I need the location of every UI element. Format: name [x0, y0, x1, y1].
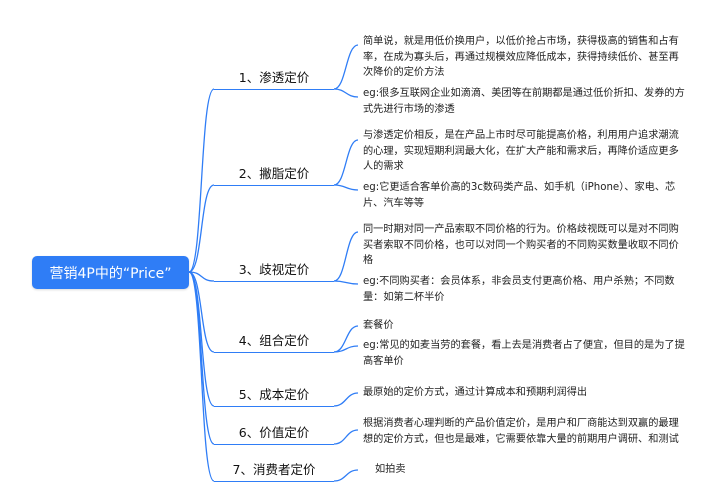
connector-line [333, 392, 359, 407]
leaf-3-2: eg:不同购买者：会员体系，非会员支付更高价格、用户杀熟；不同数量：如第二杯半价 [363, 276, 675, 303]
branch-node-3[interactable]: 3、歧视定价 [214, 256, 334, 280]
connector-line [333, 88, 359, 98]
branch-underline [214, 481, 334, 482]
connector-line [333, 345, 359, 353]
connector-line [188, 88, 215, 273]
connector-line [333, 429, 359, 445]
connector-line [333, 325, 359, 353]
branch-underline [214, 89, 334, 90]
branch-label: 2、撇脂定价 [238, 165, 310, 181]
branch-underline [214, 352, 334, 353]
branch-underline [214, 185, 334, 186]
connector-line [333, 44, 359, 90]
branch-node-1[interactable]: 1、渗透定价 [214, 64, 334, 88]
branch-node-4[interactable]: 4、组合定价 [214, 327, 334, 351]
connector-line [333, 231, 359, 282]
branch-label: 7、消费者定价 [232, 461, 316, 477]
branch-label: 1、渗透定价 [238, 69, 310, 85]
branch-label: 3、歧视定价 [238, 261, 310, 277]
leaf-4-1: 套餐价 [363, 320, 394, 331]
leaf-7-1: 如拍卖 [375, 464, 406, 475]
branch-node-2[interactable]: 2、撇脂定价 [214, 160, 334, 184]
branch-node-7[interactable]: 7、消费者定价 [214, 456, 334, 480]
connector-line [188, 184, 215, 273]
connector-line [333, 469, 359, 482]
connector-line [333, 139, 359, 186]
leaf-3-1: 同一时期对同一产品索取不同价格的行为。价格歧视既可以是对不同购买者索取不同价格，… [363, 224, 679, 267]
root-node[interactable]: 营销4P中的“Price” [32, 256, 189, 289]
leaf-2-2: eg:它更适合客单价高的3c数码类产品、如手机（iPhone）、家电、芯片、汽车… [363, 182, 676, 209]
leaf-6-1: 根据消费者心理判断的产品价值定价，是用户和厂商能达到双赢的最理想的定价方式，但也… [363, 418, 679, 445]
branch-label: 4、组合定价 [238, 332, 310, 348]
branch-label: 5、成本定价 [238, 386, 310, 402]
connector-line [333, 280, 359, 285]
connector-line [333, 184, 359, 191]
branch-underline [214, 281, 334, 282]
leaf-1-2: eg:很多互联网企业如滴滴、美团等在前期都是通过低价折扣、发券的方式先进行市场的… [363, 88, 685, 115]
leaf-1-1: 简单说，就是用低价换用户，以低价抢占市场，获得极高的销售和占有率，在成为寡头后，… [363, 36, 679, 79]
connector-line [188, 271, 215, 482]
branch-underline [214, 406, 334, 407]
leaf-2-1: 与渗透定价相反，是在产品上市时尽可能提高价格，利用用户追求潮流的心理，实现短期利… [363, 130, 679, 173]
leaf-5-1: 最原始的定价方式，通过计算成本和预期利润得出 [363, 387, 588, 398]
branch-node-6[interactable]: 6、价值定价 [214, 419, 334, 443]
leaf-4-2: eg:常见的如麦当劳的套餐，看上去是消费者占了便宜，但目的是为了提高客单价 [363, 340, 685, 367]
root-label: 营销4P中的“Price” [49, 265, 172, 282]
branch-node-5[interactable]: 5、成本定价 [214, 381, 334, 405]
connector-line [188, 271, 215, 445]
connector-line [188, 271, 215, 353]
connector-line [188, 271, 215, 282]
branch-underline [214, 444, 334, 445]
branch-label: 6、价值定价 [238, 424, 310, 440]
